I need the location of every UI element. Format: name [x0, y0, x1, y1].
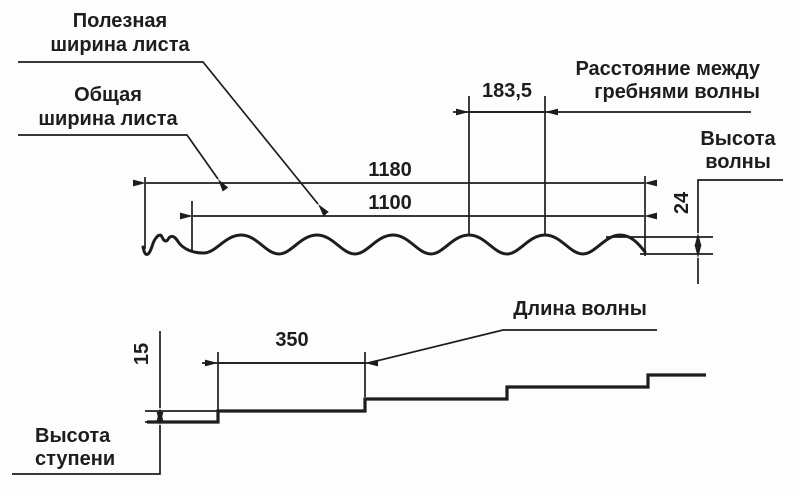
useful-width-label-line1: Полезная — [72, 10, 168, 32]
step-height-label-line1: Высота — [35, 425, 111, 447]
crest-distance-label-line1: Расстояние между — [575, 58, 760, 80]
useful-width-label: Полезная ширина листа — [22, 9, 218, 57]
wave-length-leader — [367, 329, 657, 364]
dim-text-1180: 1180 — [368, 159, 412, 181]
dim-text-15: 15 — [131, 342, 153, 366]
wave-height-label-line2: волны — [705, 151, 771, 173]
dim-text-24: 24 — [671, 191, 693, 215]
wave-height-leader — [694, 179, 783, 246]
total-width-label-line1: Общая — [74, 84, 142, 106]
step-profile — [147, 373, 706, 424]
useful-width-leader — [18, 61, 329, 217]
wave-height-label: Высота волны — [688, 128, 788, 174]
dim-text-183-5: 183,5 — [481, 80, 533, 102]
step-height-label-line2: ступени — [35, 448, 116, 470]
dim-text-1100: 1100 — [368, 192, 412, 214]
total-width-label: Общая ширина листа — [12, 83, 204, 131]
crest-distance-label-line2: гребнями волны — [594, 81, 760, 103]
wave-height-label-line1: Высота — [700, 128, 776, 150]
crest-distance-label: Расстояние между гребнями волны — [538, 58, 760, 104]
total-width-label-line2: ширина листа — [38, 108, 178, 130]
total-width-leader — [18, 134, 229, 192]
useful-width-label-line2: ширина листа — [50, 34, 190, 56]
step-height-leader — [12, 412, 164, 475]
wave-profile — [141, 233, 647, 256]
dim-text-350: 350 — [275, 329, 309, 351]
step-height-label: Высота ступени — [35, 425, 175, 471]
wave-length-label: Длина волны — [513, 298, 647, 320]
